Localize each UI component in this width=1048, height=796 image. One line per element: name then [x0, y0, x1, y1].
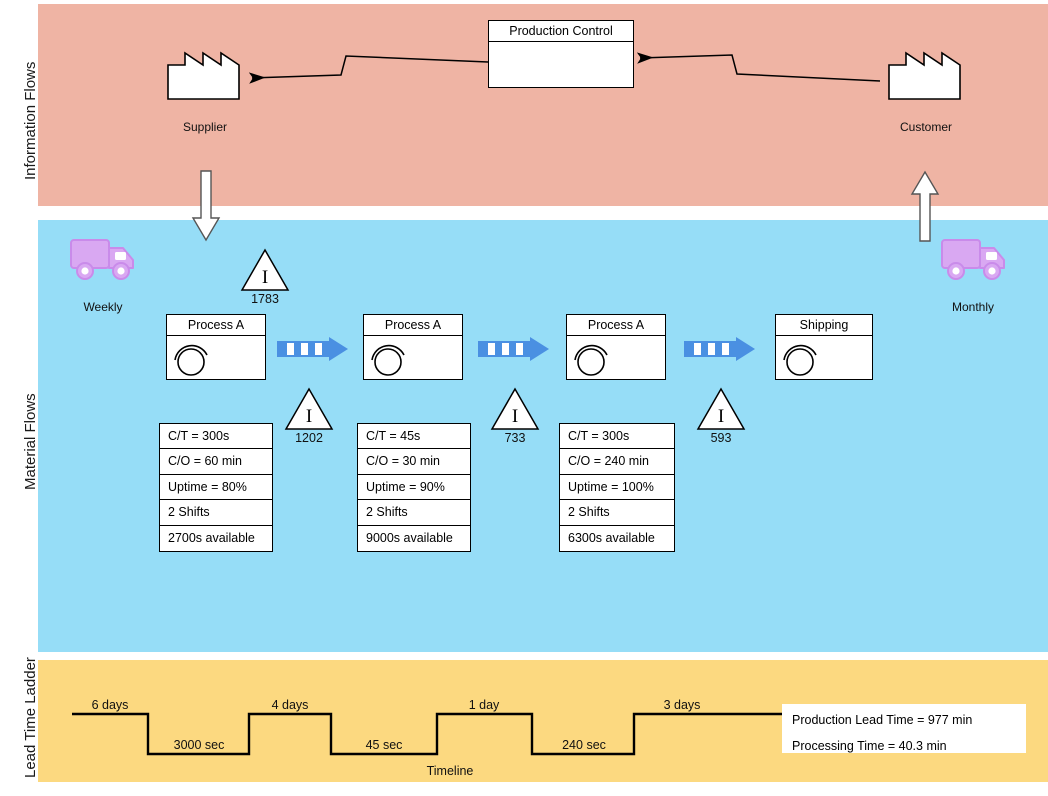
push-arrow [478, 337, 549, 361]
lead-time-ladder-label: Lead Time Ladder [22, 657, 39, 778]
operator-icon [574, 344, 608, 376]
customer-label: Customer [899, 120, 952, 134]
production-lead-time-text: Production Lead Time = 977 min [792, 713, 973, 727]
process-data-box-1: C/T = 300s C/O = 60 min Uptime = 80% 2 S… [159, 423, 273, 552]
lead-time-label: 6 days [91, 698, 129, 712]
process-box-2[interactable]: Process A [363, 314, 463, 380]
inventory-count: 1783 [251, 292, 279, 306]
inventory-symbol: I [718, 406, 724, 427]
shipping-box-body [776, 336, 872, 379]
inventory-symbol: I [306, 406, 312, 427]
production-control-body [489, 42, 633, 87]
data-row: 9000s available [357, 524, 471, 552]
supplier-label: Supplier [182, 120, 228, 134]
inventory-count: 733 [504, 431, 526, 445]
process-box-1[interactable]: Process A [166, 314, 266, 380]
weekly-shipment-label: Weekly [83, 300, 123, 314]
inventory-count: 593 [710, 431, 732, 445]
process-data-box-2: C/T = 45s C/O = 30 min Uptime = 90% 2 Sh… [357, 423, 471, 552]
data-row: 2 Shifts [559, 499, 675, 527]
processing-time-text: Processing Time = 40.3 min [792, 739, 947, 753]
inventory-triangle[interactable]: I [240, 248, 290, 292]
monthly-shipment-label: Monthly [951, 300, 995, 314]
process-data-box-3: C/T = 300s C/O = 240 min Uptime = 100% 2… [559, 423, 675, 552]
process-box-body [167, 336, 265, 379]
data-row: Uptime = 90% [357, 473, 471, 501]
data-row: C/O = 30 min [357, 448, 471, 476]
weekly-truck-icon [70, 239, 134, 280]
processing-time-label: 3000 sec [173, 738, 225, 752]
data-row: C/T = 45s [357, 423, 471, 450]
shipping-box-title: Shipping [776, 315, 872, 336]
data-row: C/O = 60 min [159, 448, 273, 476]
data-row: 2 Shifts [159, 499, 273, 527]
operator-icon [371, 344, 405, 376]
data-row: C/T = 300s [159, 423, 273, 450]
lead-time-label: 4 days [271, 698, 309, 712]
inventory-count: 1202 [295, 431, 323, 445]
outbound-shipment-arrow [910, 170, 940, 242]
processing-time-label: 45 sec [365, 738, 403, 752]
material-flows-label: Material Flows [22, 393, 39, 490]
process-box-body [364, 336, 462, 379]
monthly-truck-icon [941, 239, 1005, 280]
process-box-3[interactable]: Process A [566, 314, 666, 380]
inbound-shipment-arrow [191, 170, 221, 242]
process-box-body [567, 336, 665, 379]
processing-time-label: 240 sec [562, 738, 606, 752]
customer-factory-icon [888, 51, 961, 100]
data-row: 6300s available [559, 524, 675, 552]
inventory-symbol: I [512, 406, 518, 427]
data-row: C/O = 240 min [559, 448, 675, 476]
lead-time-label: 3 days [663, 698, 701, 712]
data-row: 2700s available [159, 524, 273, 552]
process-box-title: Process A [167, 315, 265, 336]
lead-time-label: 1 day [468, 698, 500, 712]
summary-box: Production Lead Time = 977 min Processin… [782, 704, 1026, 753]
production-control-box[interactable]: Production Control [488, 20, 634, 88]
inventory-symbol: I [262, 267, 268, 288]
process-box-title: Process A [364, 315, 462, 336]
timeline-axis-label: Timeline [426, 764, 474, 778]
data-row: C/T = 300s [559, 423, 675, 450]
production-control-title: Production Control [489, 21, 633, 42]
data-row: 2 Shifts [357, 499, 471, 527]
operator-icon [783, 344, 817, 376]
supplier-factory-icon [167, 51, 240, 100]
data-row: Uptime = 100% [559, 473, 675, 501]
process-box-title: Process A [567, 315, 665, 336]
inventory-triangle[interactable]: I [284, 387, 334, 431]
data-row: Uptime = 80% [159, 473, 273, 501]
push-arrow [684, 337, 755, 361]
inventory-triangle[interactable]: I [696, 387, 746, 431]
operator-icon [174, 344, 208, 376]
information-flows-label: Information Flows [22, 61, 39, 180]
inventory-triangle[interactable]: I [490, 387, 540, 431]
shipping-box[interactable]: Shipping [775, 314, 873, 380]
push-arrow [277, 337, 348, 361]
